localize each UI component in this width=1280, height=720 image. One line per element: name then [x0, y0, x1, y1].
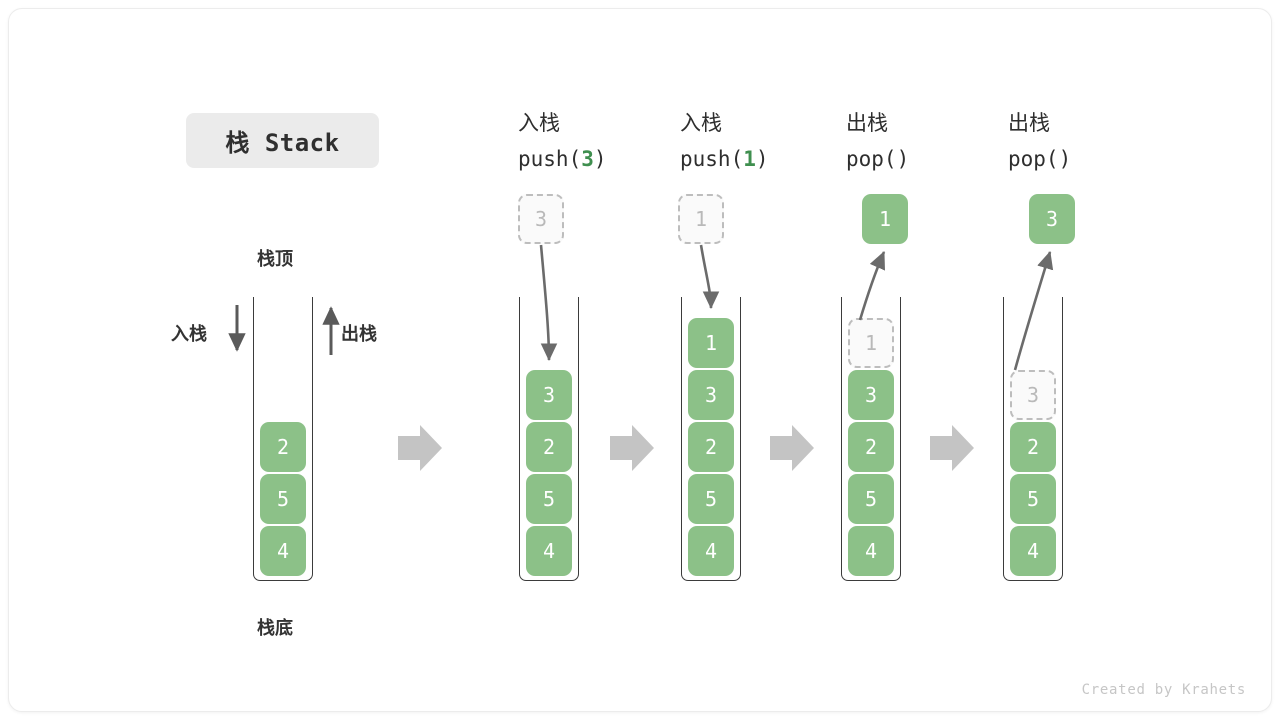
operation-label-push-3: 入栈 push(3): [518, 105, 607, 177]
stack-block: 2: [688, 422, 734, 472]
stack-block: 5: [260, 474, 306, 524]
floating-popped-block: 1: [862, 194, 908, 244]
operation-code-prefix: pop(: [846, 147, 897, 171]
stack-container-push-1: [681, 297, 741, 581]
operation-code-prefix: pop(: [1008, 147, 1059, 171]
operation-code-value: 1: [743, 147, 756, 171]
stack-block-ghost: 3: [1010, 370, 1056, 420]
operation-code-prefix: push(: [518, 147, 582, 171]
operation-code-suffix: ): [1058, 147, 1072, 171]
stack-block: 5: [848, 474, 894, 524]
operation-code-suffix: ): [755, 147, 769, 171]
stack-bottom-label: 栈底: [257, 618, 293, 639]
stack-block: 2: [260, 422, 306, 472]
stack-block: 1: [688, 318, 734, 368]
stack-top-label: 栈顶: [257, 249, 293, 270]
stack-block: 5: [688, 474, 734, 524]
stack-block: 4: [848, 526, 894, 576]
stack-block: 4: [260, 526, 306, 576]
stack-block: 5: [526, 474, 572, 524]
operation-code-suffix: ): [896, 147, 910, 171]
floating-ghost-block: 1: [678, 194, 724, 244]
stack-block: 5: [1010, 474, 1056, 524]
operation-label-pop-1: 出栈 pop(): [846, 105, 909, 177]
operation-code-prefix: push(: [680, 147, 744, 171]
operation-code-value: 3: [581, 147, 594, 171]
stack-block: 4: [526, 526, 572, 576]
stack-container-initial: [253, 297, 313, 581]
stack-container-pop-3: [1003, 297, 1063, 581]
stack-block: 2: [848, 422, 894, 472]
footer-credit: Created by Krahets: [1081, 682, 1246, 698]
operation-label-push-1: 入栈 push(1): [680, 105, 769, 177]
operation-code-suffix: ): [593, 147, 607, 171]
floating-popped-block: 3: [1029, 194, 1075, 244]
stack-block: 3: [848, 370, 894, 420]
push-side-label: 入栈: [171, 324, 207, 345]
stack-block: 2: [526, 422, 572, 472]
diagram-title: 栈 Stack: [186, 113, 379, 168]
operation-label-cn: 入栈: [518, 111, 560, 135]
operation-label-cn: 入栈: [680, 111, 722, 135]
stack-block: 4: [1010, 526, 1056, 576]
stack-container-push-3: [519, 297, 579, 581]
operation-label-pop-3: 出栈 pop(): [1008, 105, 1071, 177]
stack-block: 3: [526, 370, 572, 420]
stack-block: 2: [1010, 422, 1056, 472]
floating-ghost-block: 3: [518, 194, 564, 244]
operation-label-cn: 出栈: [846, 111, 888, 135]
stack-container-pop-1: [841, 297, 901, 581]
stack-block-ghost: 1: [848, 318, 894, 368]
pop-side-label: 出栈: [341, 324, 377, 345]
stack-block: 4: [688, 526, 734, 576]
stack-block: 3: [688, 370, 734, 420]
operation-label-cn: 出栈: [1008, 111, 1050, 135]
